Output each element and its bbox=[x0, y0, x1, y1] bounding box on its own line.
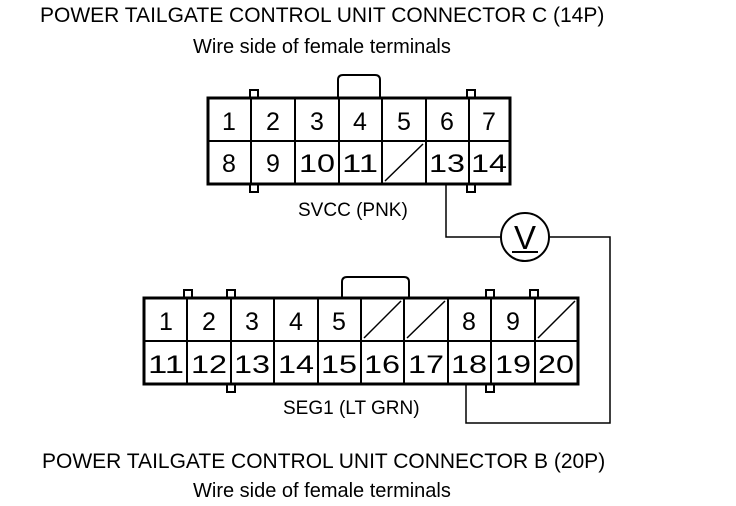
connector-b-lock-tab bbox=[341, 276, 410, 298]
connector-b-empty-cavity bbox=[537, 300, 576, 339]
pin-label: 5 bbox=[332, 308, 346, 336]
connector-c-guide bbox=[249, 183, 259, 193]
connector-b-guide bbox=[529, 289, 539, 299]
connector-b-empty-cavity bbox=[363, 300, 402, 339]
pin-label: 5 bbox=[397, 108, 411, 136]
pin-label: 13 bbox=[234, 351, 270, 379]
pin-label: 3 bbox=[310, 108, 324, 136]
probe-wire-svcc bbox=[445, 184, 501, 238]
connector-b-empty-cavity bbox=[406, 300, 446, 339]
pin-label: 1 bbox=[159, 308, 173, 336]
pin-label: 14 bbox=[278, 351, 314, 379]
connector-c-title: POWER TAILGATE CONTROL UNIT CONNECTOR C … bbox=[40, 4, 605, 27]
connector-c-cell-dividers bbox=[250, 98, 470, 184]
pin-label: 1 bbox=[222, 108, 236, 136]
pin-label: 11 bbox=[148, 351, 184, 379]
pin-label: 9 bbox=[266, 150, 280, 178]
connector-b-guide bbox=[485, 289, 495, 299]
connector-b-cell-dividers bbox=[186, 298, 536, 384]
pin-label: 8 bbox=[222, 150, 236, 178]
pin-label: 9 bbox=[506, 308, 520, 336]
connector-b bbox=[142, 276, 580, 393]
probe-wire-seg1 bbox=[465, 236, 611, 424]
pin-label: 8 bbox=[462, 308, 476, 336]
pin-label: 13 bbox=[429, 150, 465, 178]
connector-c-empty-cavity bbox=[384, 143, 424, 182]
pin-label: 18 bbox=[451, 351, 487, 379]
pin-label: 11 bbox=[342, 150, 378, 178]
seg1-wire-label: SEG1 (LT GRN) bbox=[283, 398, 420, 419]
connector-c-lock-tab bbox=[337, 74, 381, 98]
voltmeter-icon: V bbox=[500, 212, 550, 262]
pin-label: 15 bbox=[321, 351, 357, 379]
pin-label: 12 bbox=[191, 351, 227, 379]
connector-c-guide bbox=[466, 89, 476, 99]
pin-label: 4 bbox=[353, 108, 367, 136]
pin-label: 6 bbox=[440, 108, 454, 136]
connector-b-guide bbox=[226, 289, 236, 299]
pin-label: 16 bbox=[364, 351, 400, 379]
connector-b-guide bbox=[226, 383, 236, 393]
pin-label: 7 bbox=[482, 108, 496, 136]
pin-label: 2 bbox=[202, 308, 216, 336]
pin-label: 2 bbox=[266, 108, 280, 136]
svcc-wire-label: SVCC (PNK) bbox=[298, 200, 408, 221]
pin-label: 17 bbox=[408, 351, 444, 379]
connector-c-subtitle: Wire side of female terminals bbox=[193, 36, 451, 58]
pin-label: 4 bbox=[289, 308, 303, 336]
voltmeter-symbol: V bbox=[514, 219, 536, 256]
connector-b-subtitle: Wire side of female terminals bbox=[193, 480, 451, 502]
pin-label: 19 bbox=[495, 351, 531, 379]
connector-c-guide bbox=[249, 89, 259, 99]
connector-b-guide bbox=[485, 383, 495, 393]
connector-c-guide bbox=[466, 183, 476, 193]
connector-c bbox=[206, 74, 512, 193]
pin-label: 20 bbox=[538, 351, 574, 379]
connector-b-guide bbox=[183, 289, 193, 299]
connector-b-title: POWER TAILGATE CONTROL UNIT CONNECTOR B … bbox=[42, 450, 606, 473]
pin-label: 10 bbox=[299, 150, 335, 178]
connector-c-pins: 1 2 3 4 5 6 7 8 9 10 11 13 14 bbox=[222, 108, 507, 178]
connector-b-pins: 1 2 3 4 5 8 9 11 12 13 14 15 16 17 18 19… bbox=[148, 308, 574, 379]
pin-label: 14 bbox=[471, 150, 507, 178]
pin-label: 3 bbox=[245, 308, 259, 336]
test-wiring bbox=[445, 184, 611, 424]
